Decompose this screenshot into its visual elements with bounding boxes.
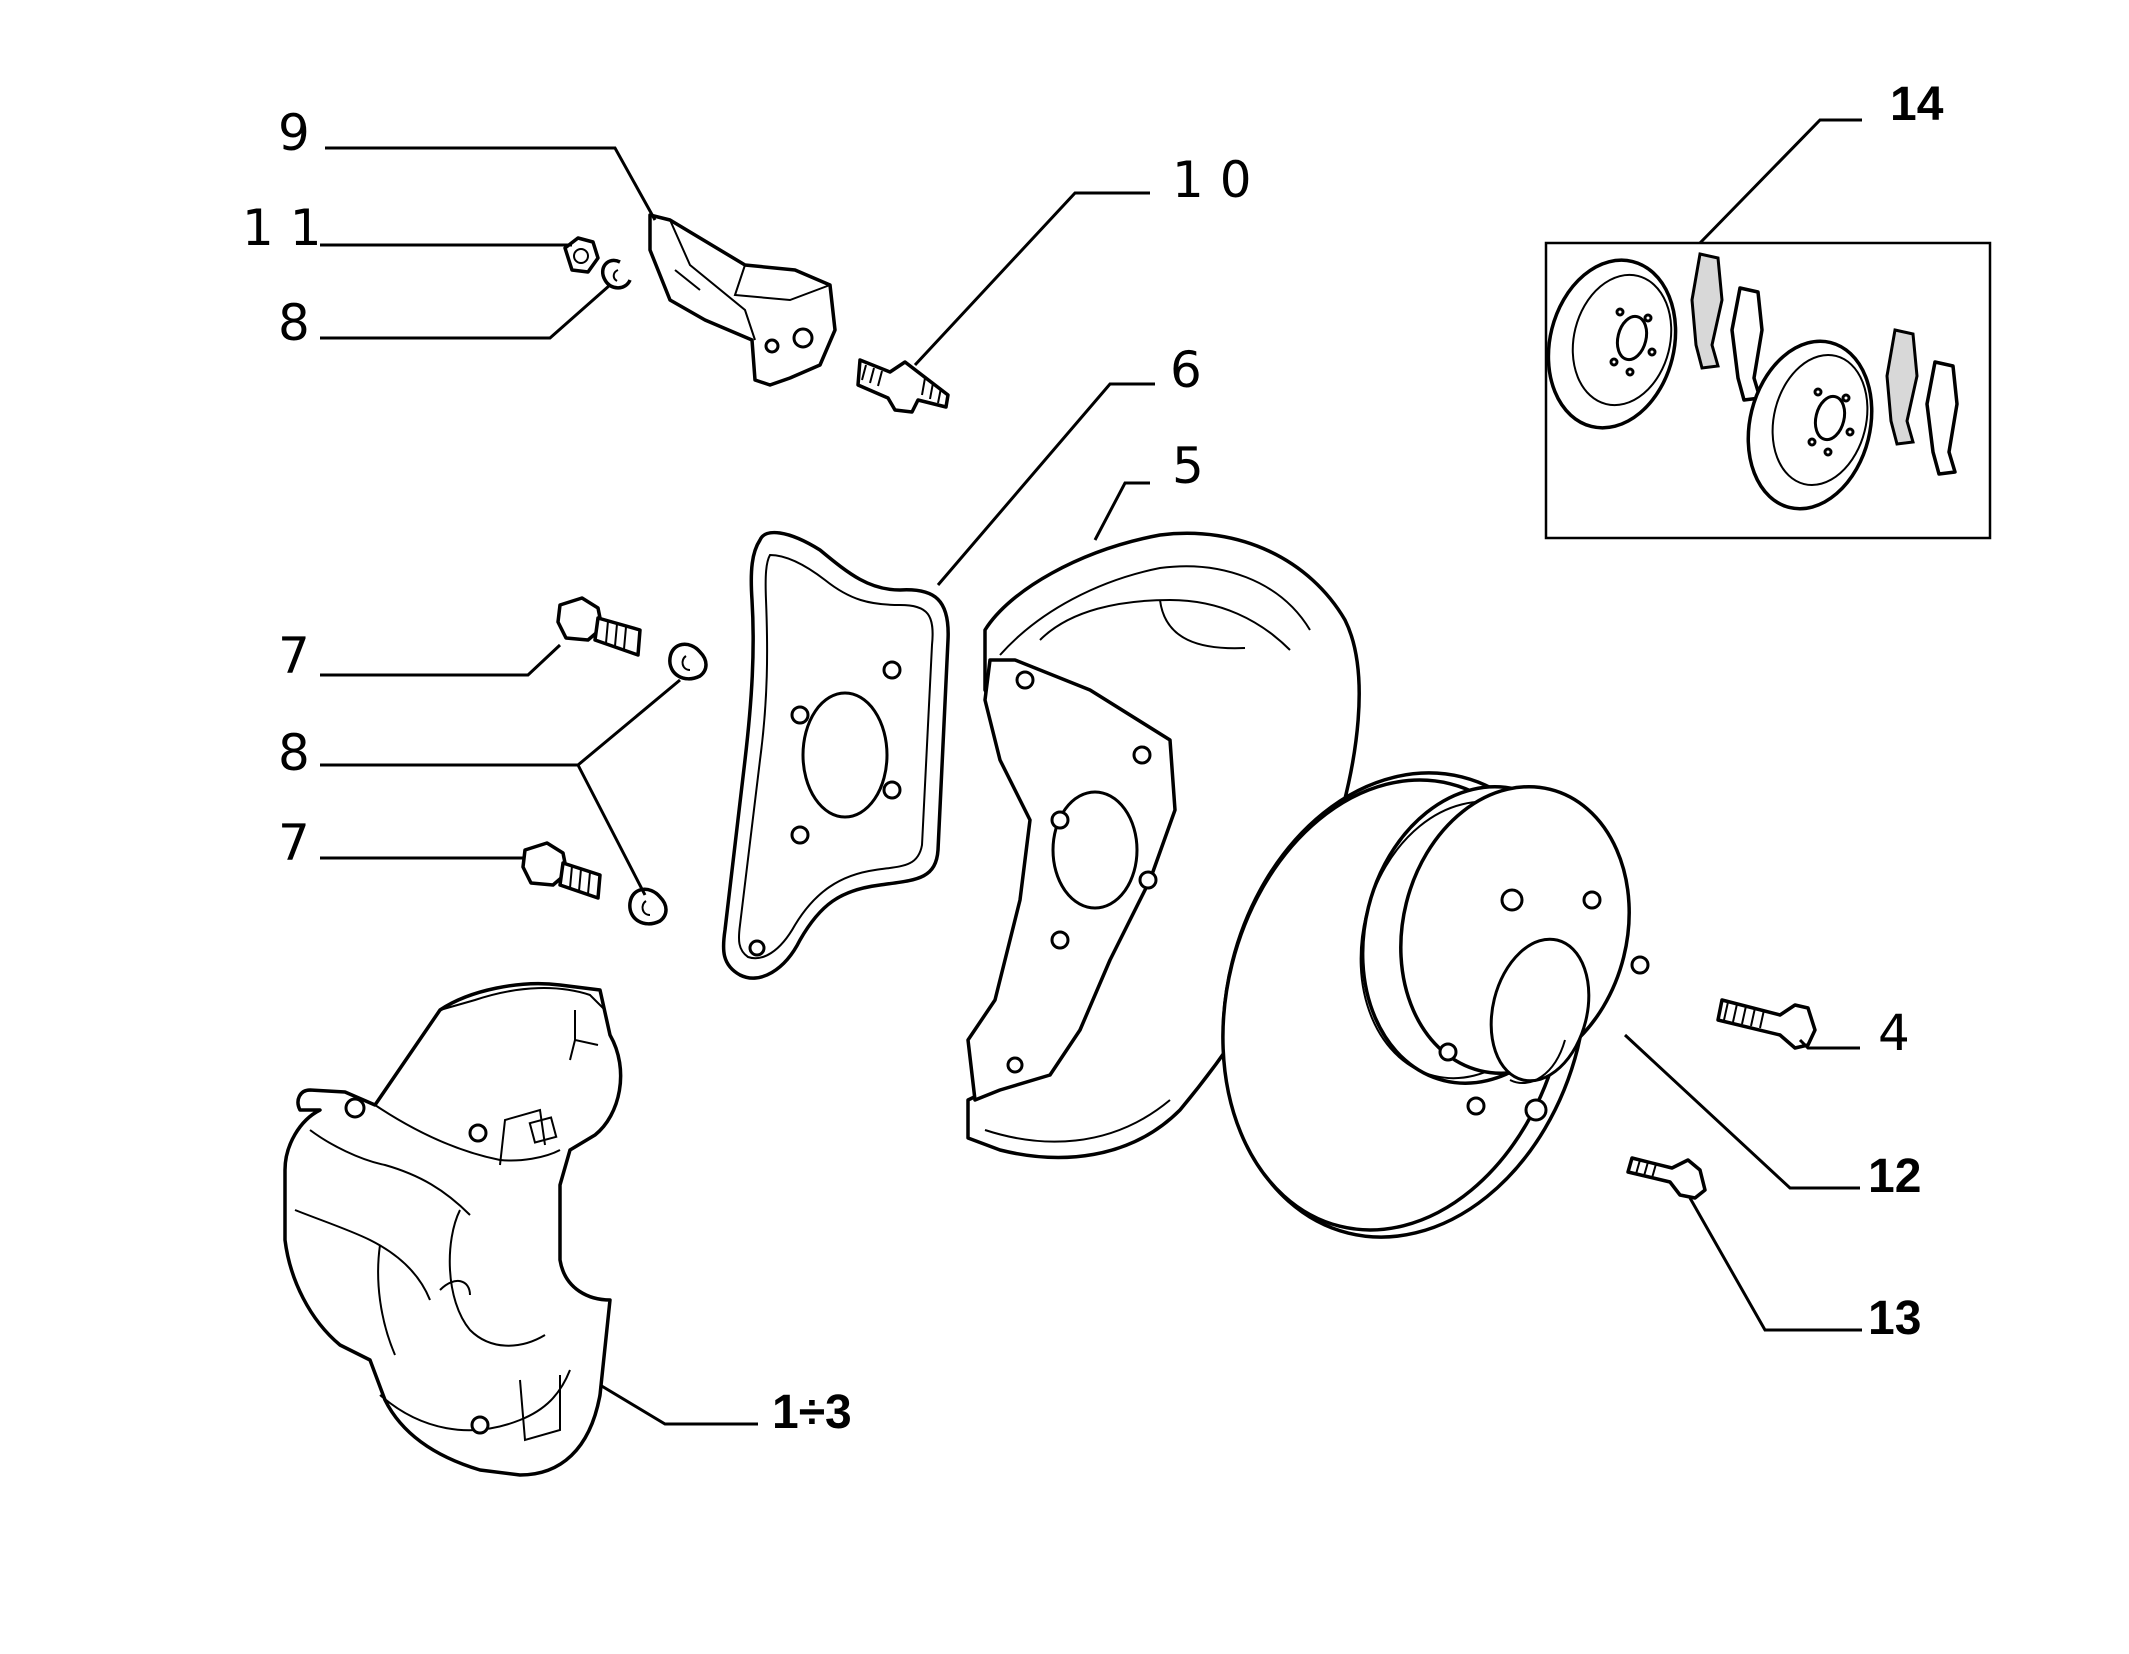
part-1-3-caliper: [283, 981, 623, 1477]
label-10: 1 0: [1172, 151, 1252, 209]
part-9-bracket: [648, 213, 837, 387]
label-8-middle: 8: [278, 724, 310, 782]
leader-lines: [320, 118, 1862, 1426]
part-14-kit-inset: [1544, 241, 1992, 540]
part-13-stud: [1626, 1156, 1707, 1200]
part-8-washer-middle: [668, 642, 708, 681]
label-12: 12: [1868, 1150, 1921, 1203]
part-10-stud: [856, 358, 950, 414]
part-6-gasket: [721, 530, 950, 980]
label-5: 5: [1172, 437, 1204, 495]
part-7-bolt-lower: [521, 841, 602, 900]
part-11-nut: [563, 236, 600, 274]
label-6: 6: [1170, 341, 1202, 399]
label-11: 1 1: [242, 199, 322, 257]
label-7-upper: 7: [278, 627, 310, 685]
part-8-washer-top: [600, 258, 632, 290]
part-12-brake-disc: [1221, 771, 1650, 1239]
part-8-washer-lower: [628, 887, 668, 926]
part-4-bolt: [1716, 998, 1817, 1050]
part-7-bolt-upper: [556, 596, 642, 657]
part-5-dust-shield: [966, 531, 1361, 1160]
label-14: 14: [1890, 78, 1944, 131]
label-13: 13: [1868, 1292, 1921, 1345]
label-9: 9: [278, 104, 310, 162]
callout-labels: 9 1 1 8 1 0 6 5 7 8 7 14 4 12 13 1÷3: [242, 78, 1944, 1439]
label-4: 4: [1878, 1004, 1910, 1062]
label-8-top: 8: [278, 294, 310, 352]
label-7-lower: 7: [278, 814, 310, 872]
label-1-3: 1÷3: [772, 1386, 852, 1439]
